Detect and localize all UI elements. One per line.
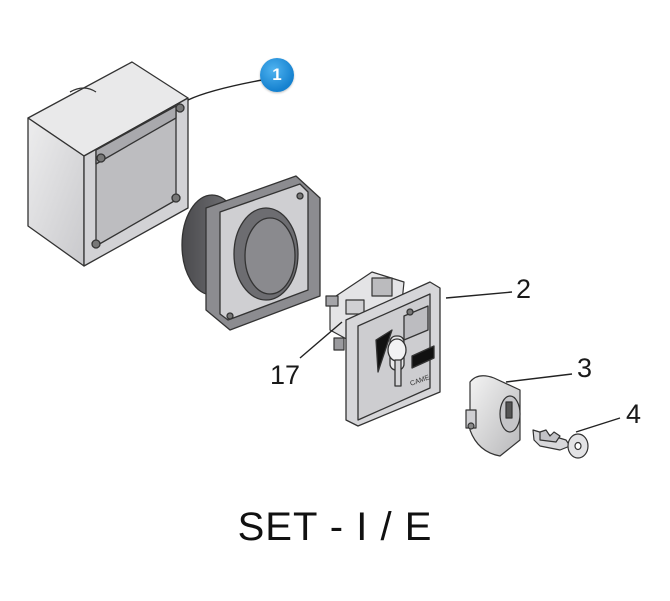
leader-2 [445,291,513,299]
leader-4 [575,417,621,433]
callout-label-4: 4 [626,399,642,429]
callout-label-2: 2 [516,274,532,304]
callout-badge-1[interactable]: 1 [260,58,294,92]
diagram-title: SET - I / E [237,505,433,549]
leader-3 [505,373,573,383]
leader-1 [187,79,263,101]
key [532,429,589,459]
mounting-frame [181,175,321,331]
callout-label-3: 3 [577,353,593,383]
leader-lines [187,79,621,433]
callout-label-17: 17 [270,360,301,390]
key-switch-faceplate [345,281,441,427]
leader-17 [299,321,343,359]
junction-box [27,61,189,267]
lock-cylinder [465,375,521,457]
